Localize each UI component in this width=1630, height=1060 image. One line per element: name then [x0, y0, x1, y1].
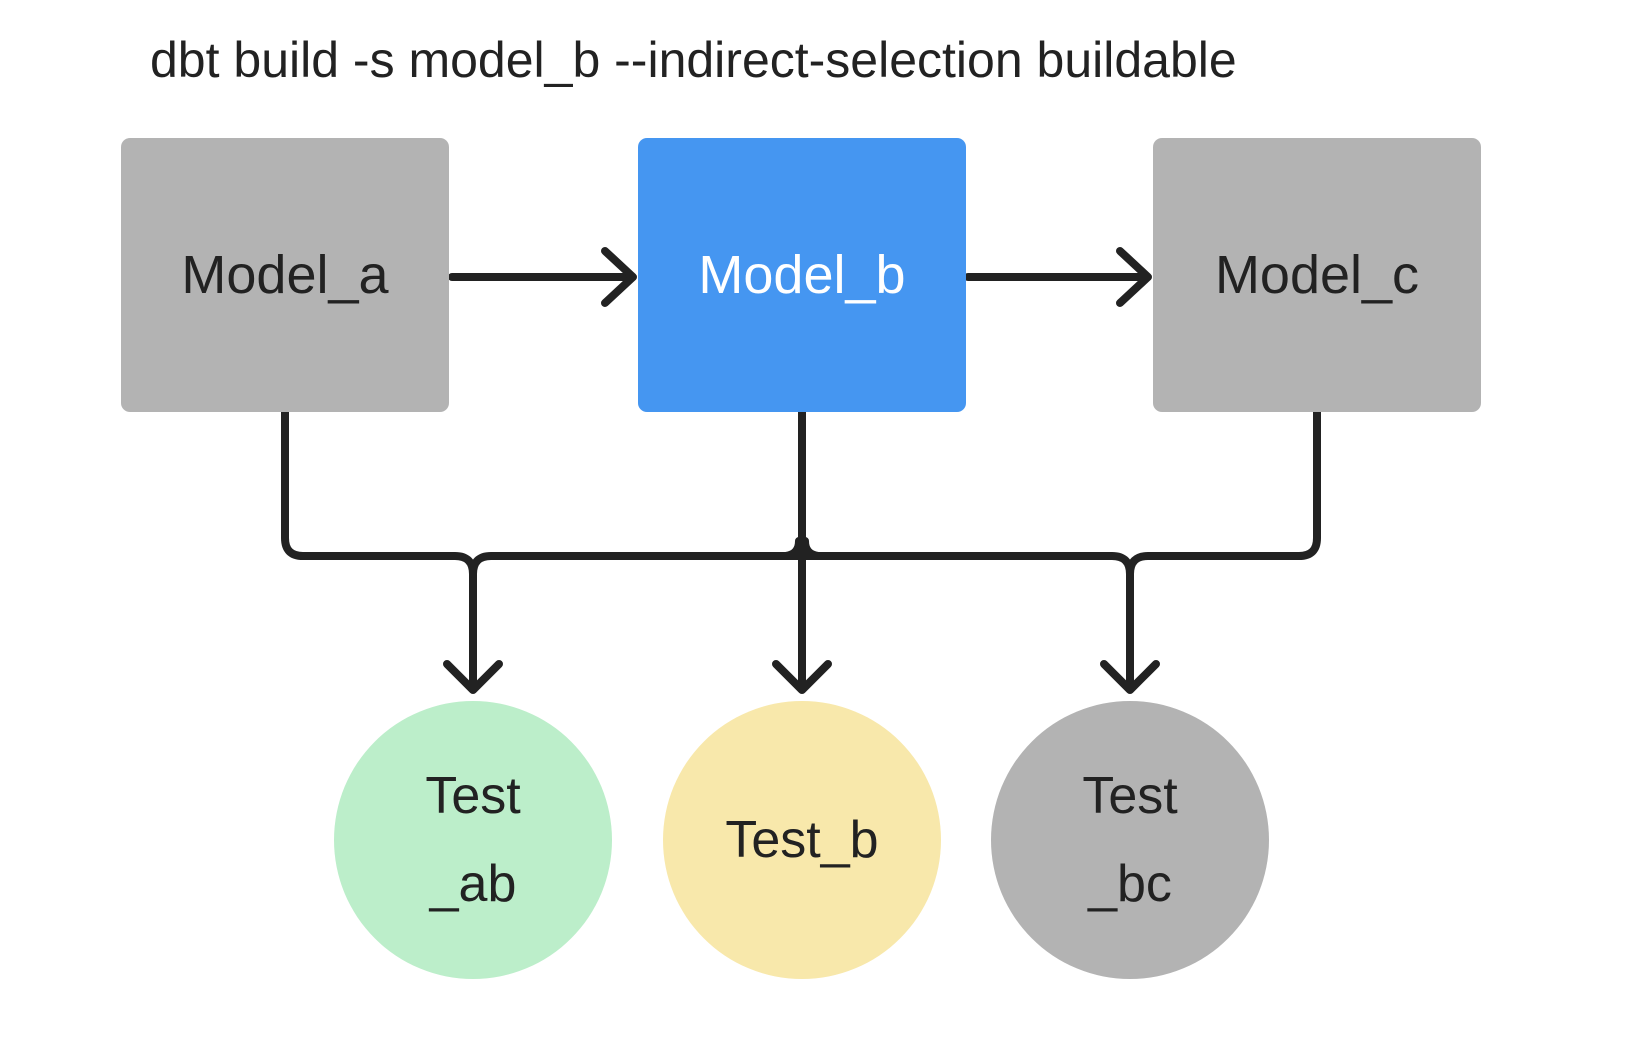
- node-test-bc-label-line2: _bc: [1088, 855, 1172, 913]
- arrowhead-test-b: [772, 660, 832, 694]
- arrowhead-test-bc: [1100, 660, 1160, 694]
- node-test-ab: Test _ab: [334, 701, 612, 979]
- junction-fillet-left: [782, 537, 803, 560]
- node-model-a-label: Model_a: [181, 245, 389, 305]
- node-model-b: Model_b: [638, 138, 966, 412]
- node-test-bc-label-line1: Test: [1082, 767, 1178, 825]
- arrowhead-test-ab: [443, 660, 503, 694]
- arrowhead-model-b-to-model-c: [1116, 247, 1152, 307]
- node-test-ab-label-line2: _ab: [429, 855, 517, 913]
- node-model-c-label: Model_c: [1214, 245, 1420, 305]
- edge-model-a-to-test-ab: [281, 408, 477, 690]
- node-test-bc: Test _bc: [991, 701, 1269, 979]
- node-test-ab-label-line1: Test: [425, 767, 521, 825]
- node-test-b-label-line1: Test_b: [725, 811, 879, 869]
- node-model-a: Model_a: [121, 138, 449, 412]
- node-model-b-label: Model_b: [698, 245, 906, 305]
- junction-fillet-right: [801, 537, 822, 560]
- diagram-title: dbt build -s model_b --indirect-selectio…: [150, 32, 1237, 88]
- node-model-c: Model_c: [1153, 138, 1481, 412]
- edge-model-c-to-test-bc: [1126, 408, 1321, 578]
- connector-group: [281, 247, 1321, 694]
- arrowhead-model-a-to-model-b: [601, 247, 637, 307]
- node-test-b: Test_b: [663, 701, 941, 979]
